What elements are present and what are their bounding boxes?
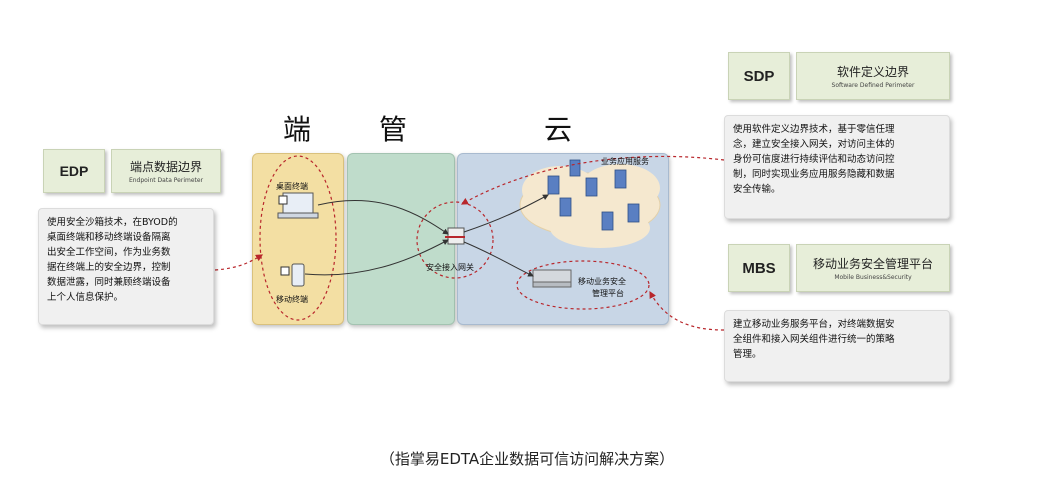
mbs-desc-line: 建立移动业务服务平台，对终端数据安 bbox=[733, 319, 895, 330]
gateway-device-icon bbox=[445, 227, 465, 245]
pipe-panel bbox=[347, 153, 455, 325]
sdp-description: 使用软件定义边界技术，基于零信任理 念，建立安全接入网关，对访问主体的 身份可信… bbox=[724, 115, 950, 219]
mbs-title-box: 移动业务安全管理平台 Mobile Business&Security bbox=[796, 244, 950, 292]
end-panel bbox=[252, 153, 344, 325]
app-service-label: 业务应用服务 bbox=[601, 157, 649, 166]
sdp-subtitle: Software Defined Perimeter bbox=[831, 82, 915, 89]
edp-title: 端点数据边界 bbox=[129, 160, 202, 174]
edp-code: EDP bbox=[43, 149, 105, 193]
mgmt-dashed-ellipse bbox=[516, 260, 650, 310]
edp-desc-line: 上个人信息保护。 bbox=[47, 292, 124, 303]
mbs-header: MBS 移动业务安全管理平台 Mobile Business&Security bbox=[728, 244, 950, 292]
edp-header: EDP 端点数据边界 Endpoint Data Perimeter bbox=[43, 149, 221, 193]
column-title-cloud: 云 bbox=[544, 113, 573, 146]
sdp-title: 软件定义边界 bbox=[836, 65, 909, 79]
mobile-terminal-label: 移动终端 bbox=[276, 295, 308, 304]
mbs-title: 移动业务安全管理平台 bbox=[812, 257, 933, 271]
gateway-dashed-circle bbox=[416, 201, 494, 279]
mbs-desc-line: 全组件和接入网关组件进行统一的策略 bbox=[733, 334, 895, 345]
mobile-terminal-icon bbox=[280, 263, 305, 287]
mgmt-label-line2: 管理平台 bbox=[592, 289, 624, 298]
edp-desc-line: 使用安全沙箱技术，在BYOD的 bbox=[47, 217, 178, 228]
sdp-desc-line: 安全传输。 bbox=[733, 184, 781, 195]
mbs-subtitle: Mobile Business&Security bbox=[834, 274, 912, 281]
edp-desc-line: 出安全工作空间，作为业务数 bbox=[47, 247, 171, 258]
figure-caption: （指掌易EDTA企业数据可信访问解决方案） bbox=[379, 450, 675, 468]
edp-title-box: 端点数据边界 Endpoint Data Perimeter bbox=[111, 149, 221, 193]
sdp-header: SDP 软件定义边界 Software Defined Perimeter bbox=[728, 52, 950, 100]
mgmt-label-line1: 移动业务安全 bbox=[578, 277, 626, 286]
sdp-code: SDP bbox=[728, 52, 790, 100]
mbs-description: 建立移动业务服务平台，对终端数据安 全组件和接入网关组件进行统一的策略 管理。 bbox=[724, 310, 950, 382]
end-dashed-ellipse bbox=[259, 155, 337, 321]
edp-description: 使用安全沙箱技术，在BYOD的 桌面终端和移动终端设备隔离 出安全工作空间，作为… bbox=[38, 208, 214, 325]
desktop-terminal-label: 桌面终端 bbox=[276, 182, 308, 191]
edp-desc-line: 桌面终端和移动终端设备隔离 bbox=[47, 232, 171, 243]
mbs-code: MBS bbox=[728, 244, 790, 292]
sdp-desc-line: 制，同时实现业务应用服务隐藏和数据 bbox=[733, 169, 895, 180]
desktop-terminal-icon bbox=[277, 192, 319, 219]
sdp-desc-line: 使用软件定义边界技术，基于零信任理 bbox=[733, 124, 895, 135]
edp-subtitle: Endpoint Data Perimeter bbox=[128, 177, 204, 184]
sdp-desc-line: 念，建立安全接入网关，对访问主体的 bbox=[733, 139, 895, 150]
column-title-end: 端 bbox=[283, 113, 312, 146]
mgmt-device-icon bbox=[532, 269, 572, 288]
server-icons bbox=[547, 159, 640, 231]
edp-desc-line: 数据泄露，同时兼顾终端设备 bbox=[47, 277, 171, 288]
mbs-desc-line: 管理。 bbox=[733, 349, 762, 360]
column-title-pipe: 管 bbox=[379, 113, 408, 146]
edp-desc-line: 据在终端上的安全边界，控制 bbox=[47, 262, 171, 273]
gateway-label: 安全接入网关 bbox=[426, 263, 474, 272]
sdp-title-box: 软件定义边界 Software Defined Perimeter bbox=[796, 52, 950, 100]
sdp-desc-line: 身份可信度进行持续评估和动态访问控 bbox=[733, 154, 895, 165]
